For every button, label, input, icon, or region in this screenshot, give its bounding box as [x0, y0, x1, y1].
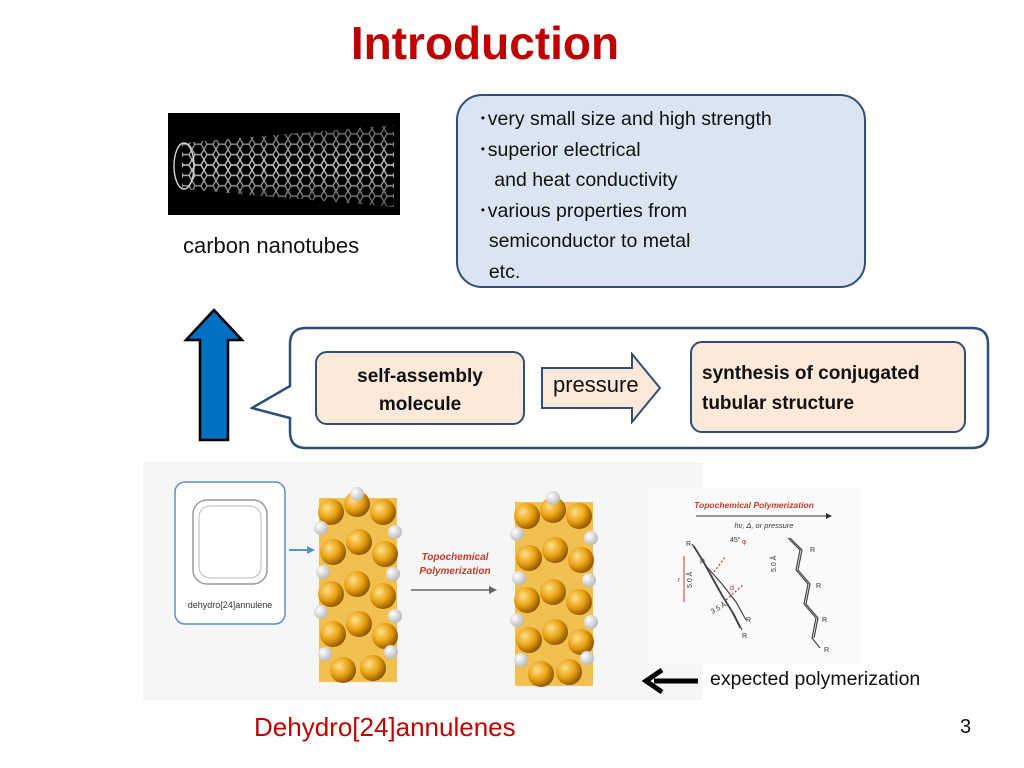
angle-label: 45°: [730, 536, 741, 544]
topochemical-polymerization-diagram: Topochemical Polymerization hν, Δ, or pr…: [648, 488, 860, 664]
pressure-label: pressure: [553, 372, 639, 397]
slide-title: Introduction: [350, 17, 620, 69]
substituent-label: R: [686, 541, 691, 548]
property-line: ･very small size and high strength: [478, 108, 772, 130]
molecule-label: molecule: [378, 394, 462, 415]
nanotube-caption: carbon nanotubes: [183, 233, 360, 258]
property-line: etc.: [478, 260, 521, 283]
substituent-label: R: [742, 633, 747, 640]
d-label: d: [730, 585, 734, 592]
polymerized-tube-model: [510, 491, 598, 687]
substituent-label: R: [824, 647, 829, 654]
pressure-arrow-icon: [541, 352, 662, 424]
substituent-label: R: [816, 583, 821, 590]
substituent-label: R: [700, 559, 705, 566]
synthesis-label: synthesis of conjugated: [702, 363, 920, 384]
phi-label: φ: [742, 539, 747, 546]
property-line: and heat conductivity: [478, 169, 678, 191]
reaction-label-line-2: Polymerization: [419, 566, 490, 577]
properties-list: ･very small size and high strength ･supe…: [478, 104, 772, 287]
property-line: semiconductor to metal: [478, 230, 691, 252]
substituent-label: R: [746, 617, 751, 624]
tubular-structure-label: tubular structure: [702, 393, 855, 414]
synthesis-box: synthesis of conjugated tubular structur…: [690, 341, 966, 433]
substituent-label: R: [810, 547, 815, 554]
up-arrow-icon: [183, 308, 245, 442]
substituent-label: R: [822, 617, 827, 624]
self-assembly-label: self-assembly: [357, 366, 483, 387]
annulenes-caption: Dehydro[24]annulenes: [254, 712, 516, 742]
annulene-scheme-figure: dehydro[24]annulene Topochemical Polymer…: [143, 462, 703, 700]
expected-polymerization-label: expected polymerization: [710, 668, 921, 690]
reaction-label-line-1: Topochemical: [422, 552, 489, 563]
property-line: ･superior electrical: [478, 138, 641, 161]
self-assembly-box: self-assembly molecule: [315, 351, 525, 425]
distance-label-3: 5.0 Å: [769, 555, 778, 572]
page-number: 3: [960, 716, 972, 738]
carbon-nanotube-image: [168, 113, 400, 215]
distance-label-1: 5.0 Å: [685, 571, 694, 588]
stacked-tube-model: [314, 487, 402, 683]
topochemical-title: Topochemical Polymerization: [694, 500, 814, 510]
left-arrow-icon: [641, 667, 698, 695]
properties-box: ･very small size and high strength ･supe…: [456, 94, 866, 288]
monomer-label: dehydro[24]annulene: [188, 600, 273, 610]
property-line: ･various properties from: [478, 199, 688, 222]
conditions-label: hν, Δ, or pressure: [735, 521, 794, 530]
r-label: r: [678, 577, 681, 584]
